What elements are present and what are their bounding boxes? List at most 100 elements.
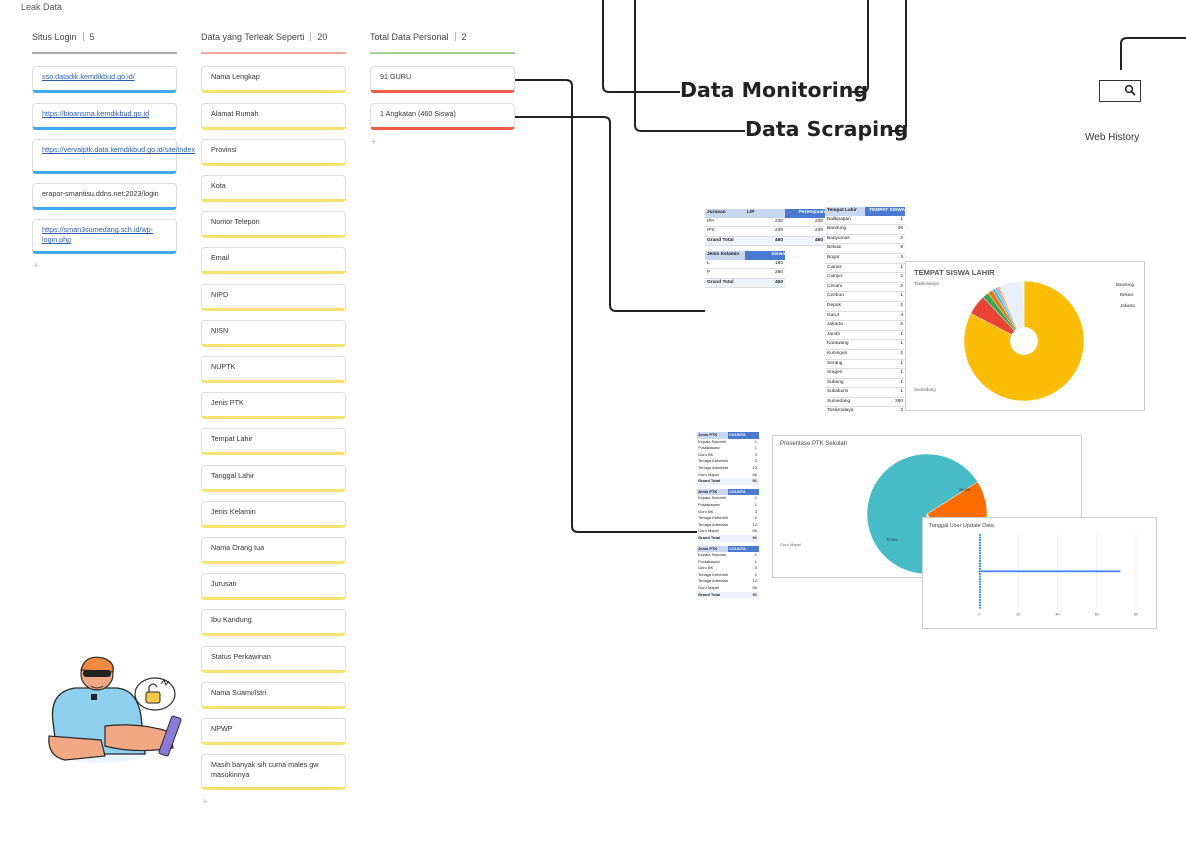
table-cell: 3 (900, 254, 903, 260)
column-title: Data yang Terleak Seperti (201, 32, 305, 42)
table-cell: 280 (774, 270, 783, 276)
card-situs-5[interactable]: https://sman3sumedang.sch.id/wp-login.ph… (32, 219, 177, 254)
table-header-cell: COUNTA (728, 545, 759, 553)
bar-axis-tick: 40 (1056, 612, 1060, 616)
web-history-label: Web History (1085, 132, 1140, 143)
table-cell: Pustakawan (698, 558, 720, 564)
card-data-field[interactable]: NUPTK (201, 356, 346, 383)
table-row: Tenaga Kebersihan2 (697, 572, 759, 579)
search-icon (1124, 84, 1136, 96)
table-cell: 1 (900, 370, 903, 376)
table-cell: Karawang (827, 341, 849, 347)
card-data-field[interactable]: Jurusan (201, 573, 346, 600)
table-header-cell: Jurusan (707, 210, 726, 215)
card-data-field[interactable]: Nama Orang tua (201, 537, 346, 564)
pie-tempat-label-left-top: Tasikmalaya (914, 281, 939, 286)
card-data-field[interactable]: Nomor Telepon (201, 211, 346, 238)
table-cell: 1 (754, 438, 757, 444)
column-title: Total Data Personal (370, 32, 449, 42)
add-card-button[interactable]: + (202, 797, 208, 808)
card-data-field[interactable]: Tanggal Lahir (201, 465, 346, 492)
table-cell: 1 (754, 501, 757, 507)
add-card-button[interactable]: + (371, 137, 377, 148)
bar-update-title: Tanggal User Update Data (929, 523, 994, 529)
pie-tempat-image[interactable]: TEMPAT SISWA LAHIR Tasikmalaya Sumedang … (906, 262, 1144, 410)
table-header-cell: COUNTA (728, 488, 759, 496)
table-cell: 4 (900, 312, 903, 318)
table-cell: Ciamis (827, 264, 842, 270)
card-total-siswa[interactable]: 1 Angkatan (460 Siswa) (370, 103, 515, 130)
card-data-field[interactable]: NISN (201, 320, 346, 347)
pie-tempat-label-right-1: Bandung (1116, 282, 1135, 287)
table-cell: Grand Total (698, 534, 721, 540)
table-header-cell: Jenis PTK (697, 488, 728, 496)
card-data-field[interactable]: Nama Lengkap (201, 66, 346, 93)
card-data-field[interactable]: Jenis Kelamin (201, 501, 346, 528)
card-situs-3[interactable]: https://vervalptk.data.kemdikbud.go.id/s… (32, 139, 195, 174)
card-data-field[interactable]: Kota (201, 175, 346, 202)
table-row: Tenaga Kebersihan2 (697, 458, 759, 465)
table-cell: Grand Total (707, 279, 734, 285)
table-cell: 230 (814, 228, 823, 234)
card-data-field[interactable]: Nama Suami/Istri (201, 682, 346, 709)
bar-update-bar (979, 567, 981, 570)
card-data-field[interactable]: Provinsi (201, 139, 346, 166)
table-cell: Kepala Sekolah (698, 552, 727, 558)
table-cell: 12 (752, 578, 757, 584)
pie-tempat-hole (1010, 327, 1038, 355)
bar-update-bar (979, 534, 981, 536)
card-situs-2[interactable]: https://bioansma.kemdikbud.go.id (32, 103, 177, 130)
bar-update-bar (979, 593, 981, 596)
card-data-field[interactable]: Jenis PTK (201, 392, 346, 419)
table-cell: 3 (754, 508, 757, 514)
bar-update-bar (979, 536, 981, 539)
table-cell: Bandung (827, 226, 847, 232)
card-data-field[interactable]: Status Perkawinan (201, 646, 346, 673)
board-title: Leak Data (21, 2, 63, 12)
card-data-field[interactable]: Ibu Kandung (201, 609, 346, 636)
label-data-monitoring: Data Monitoring (680, 78, 869, 102)
card-data-field[interactable]: NPWP (201, 718, 346, 745)
search-box[interactable] (1099, 80, 1141, 102)
card-situs-1[interactable]: sso.datadik.kemdikbud.go.id/ (32, 66, 177, 93)
table-cell: Guru BK (698, 565, 714, 571)
connector-siswa-to-pivot (515, 116, 706, 312)
table-cell: Garut (827, 312, 839, 318)
pie-tempat-label-right-2: Bekasi (1120, 292, 1134, 297)
pie-tempat-slice (999, 280, 1025, 342)
card-data-field[interactable]: Tempat Lahir (201, 428, 346, 455)
card-data-field[interactable]: Email (201, 247, 346, 274)
add-card-button[interactable]: + (33, 261, 39, 272)
bar-update-bar (979, 586, 981, 588)
table-cell: Sukabumi (827, 389, 849, 395)
card-data-field[interactable]: Masih banyak sih cuma males gw masukinny… (201, 754, 346, 790)
table-cell: 1 (900, 389, 903, 395)
card-situs-4[interactable]: erapor-smantisu.ddns.net:2023/login (32, 183, 177, 210)
table-cell: 1 (754, 445, 757, 451)
card-total-guru[interactable]: 91 GURU (370, 66, 515, 93)
card-data-field[interactable]: Alamat Rumah (201, 103, 346, 130)
card-data-field[interactable]: NIPD (201, 284, 346, 311)
